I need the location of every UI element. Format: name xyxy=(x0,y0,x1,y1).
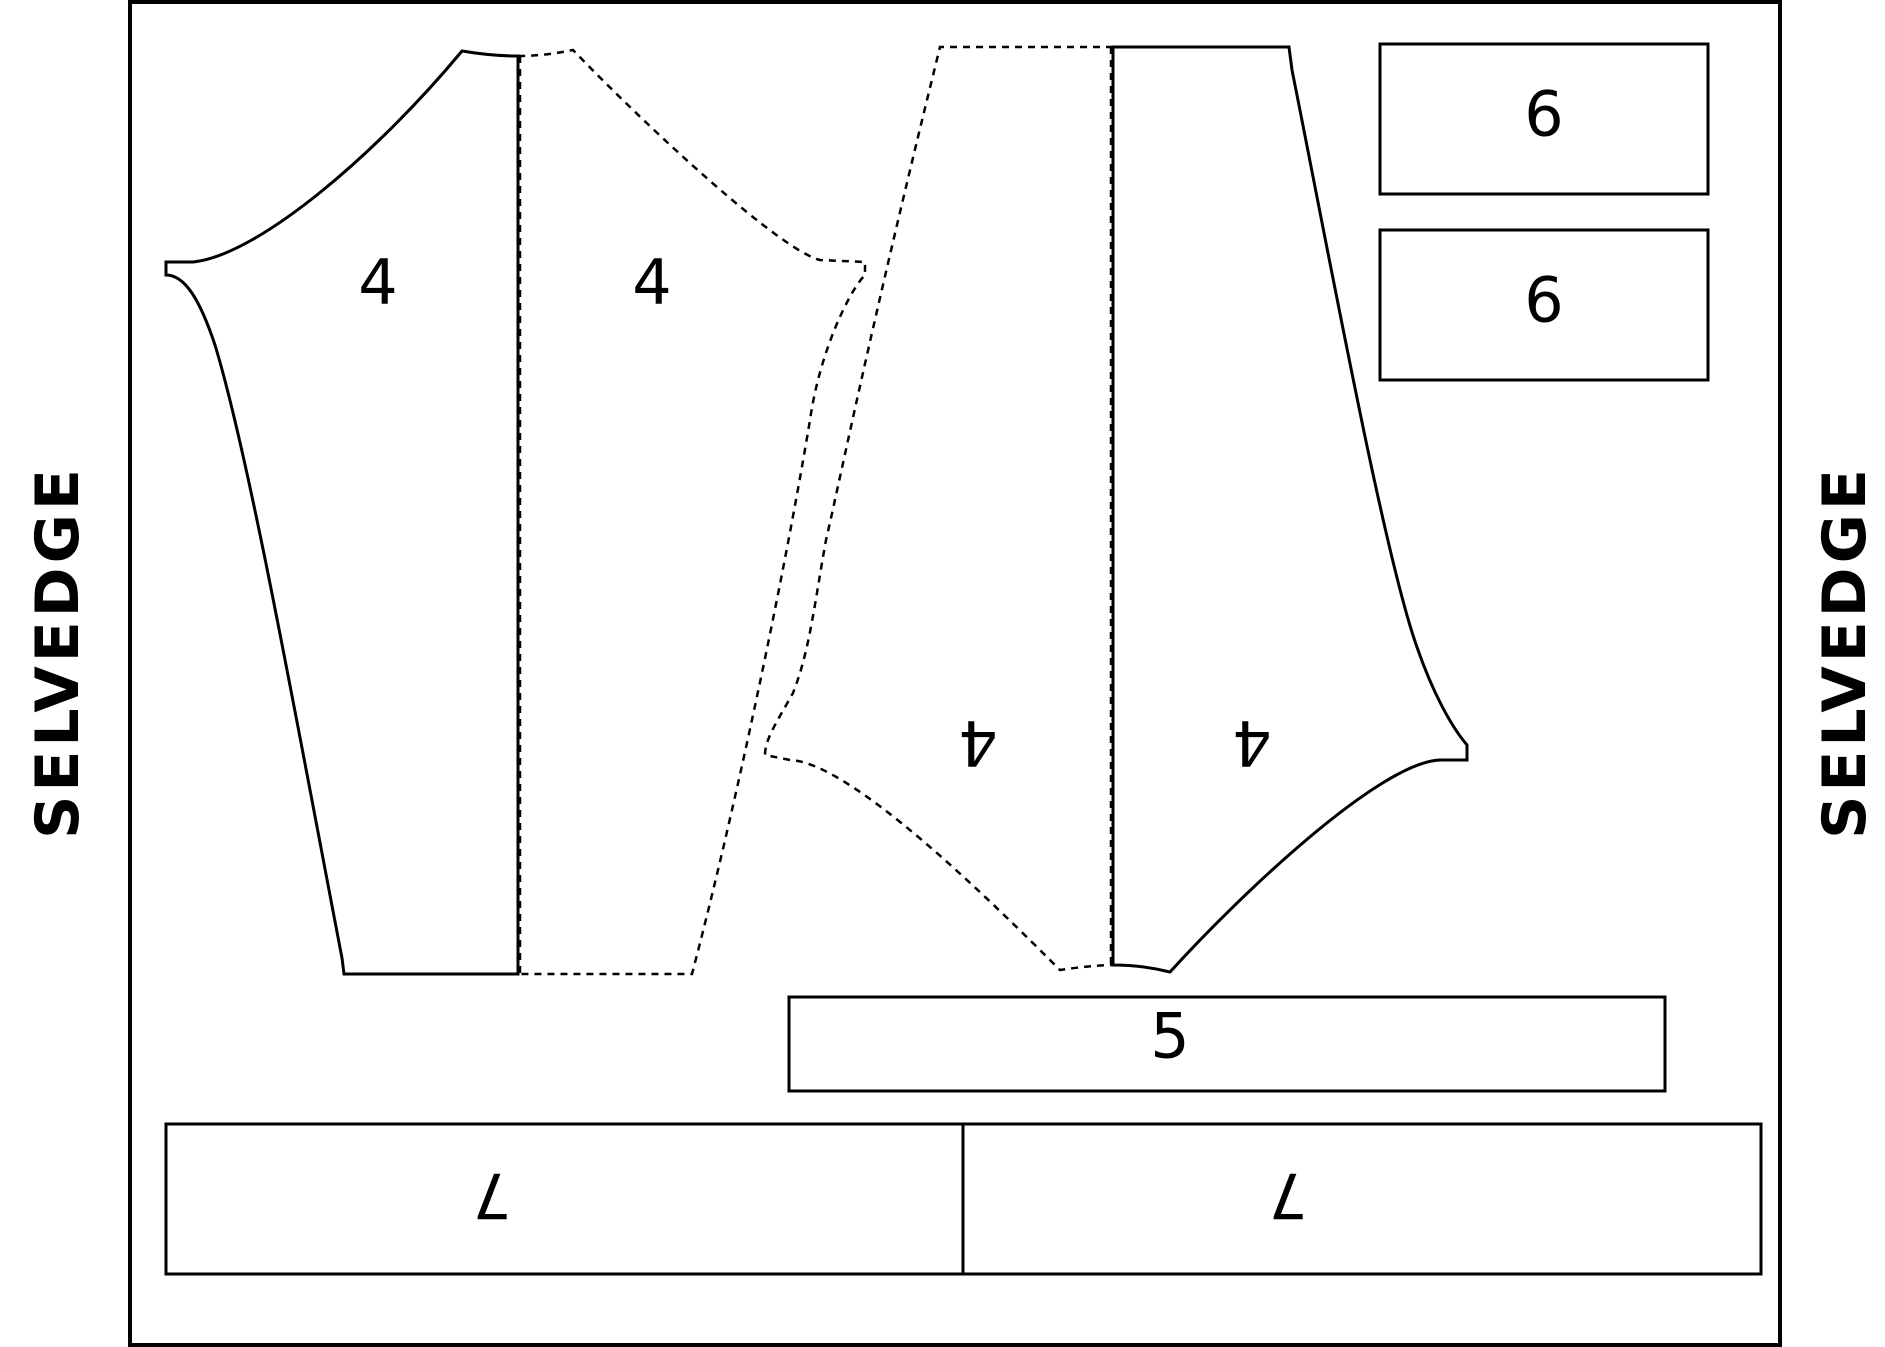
piece-number-4-lower-right: 4 xyxy=(1232,707,1271,780)
piece-number-7-left: 7 xyxy=(472,1159,511,1232)
sleeve-piece-lower-mirror xyxy=(763,45,1114,972)
rect-piece-6-upper xyxy=(1378,42,1710,196)
piece-number-6-upper: 6 xyxy=(1524,78,1563,151)
piece-number-4-upper-left: 4 xyxy=(358,246,397,319)
piece-number-4-lower-mirror: 4 xyxy=(958,707,997,780)
piece-number-5: 5 xyxy=(1150,1000,1189,1073)
rect-piece-7-right xyxy=(961,1122,1763,1276)
sleeve-piece-lower-right-outline xyxy=(1111,45,1469,974)
selvedge-label-left: SELVEDGE xyxy=(23,465,93,839)
rect-piece-7-left xyxy=(164,1122,965,1276)
selvedge-label-right: SELVEDGE xyxy=(1810,465,1880,839)
rect-piece-6-lower xyxy=(1378,228,1710,382)
piece-number-4-upper-mirror: 4 xyxy=(632,246,671,319)
piece-number-7-right: 7 xyxy=(1268,1159,1307,1232)
rect-piece-5 xyxy=(787,995,1667,1093)
piece-number-6-lower: 6 xyxy=(1524,264,1563,337)
sleeve-piece-upper-left xyxy=(164,49,520,976)
sleeve-piece-upper-mirror xyxy=(517,48,867,976)
